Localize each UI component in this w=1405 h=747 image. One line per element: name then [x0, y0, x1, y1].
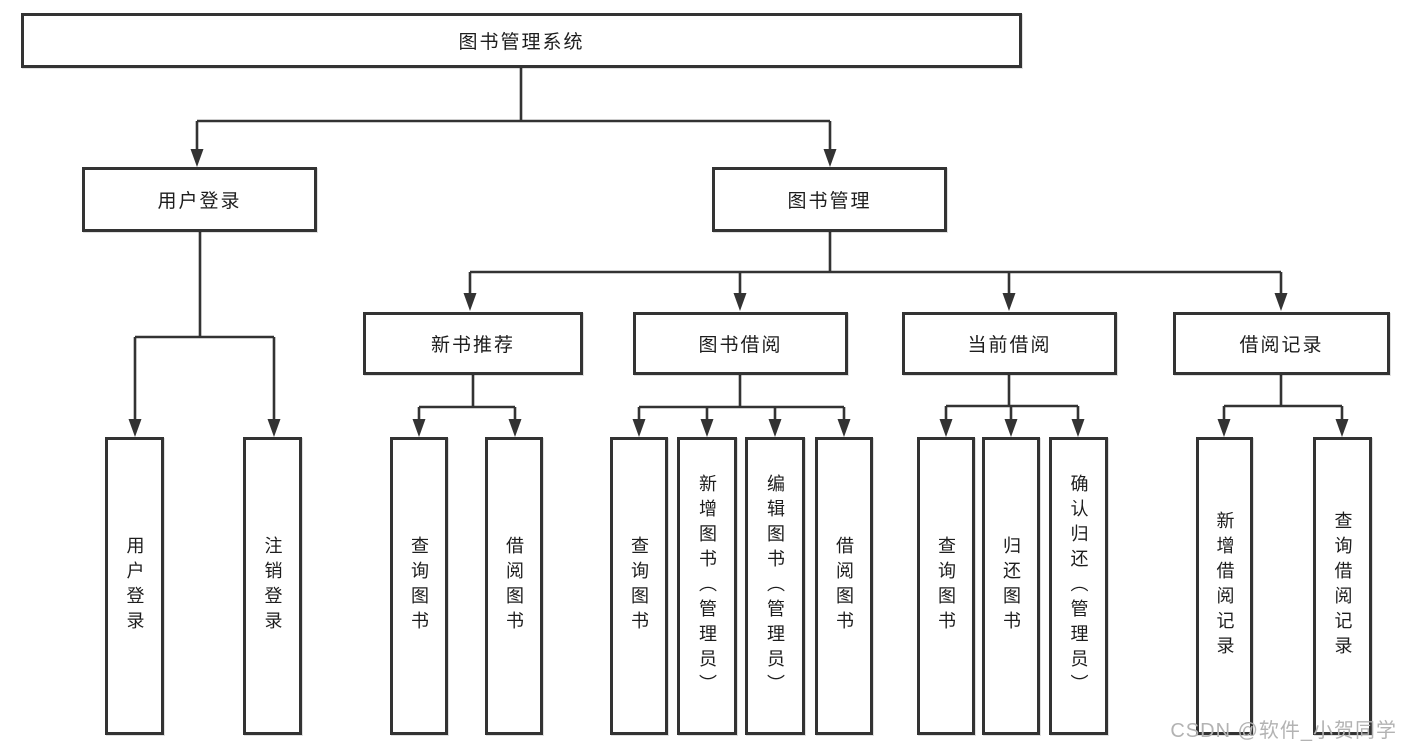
node-leaf-add-book-admin: 新增图书（管理员） — [677, 437, 737, 735]
node-current-borrow: 当前借阅 — [902, 312, 1117, 375]
node-leaf-logout: 注销登录 — [243, 437, 302, 735]
node-leaf-edit-book-admin: 编辑图书（管理员） — [745, 437, 805, 735]
node-leaf-query-book-2: 查询图书 — [610, 437, 668, 735]
node-leaf-query-book-3: 查询图书 — [917, 437, 975, 735]
node-leaf-borrow-book-1: 借阅图书 — [485, 437, 543, 735]
node-borrow-records: 借阅记录 — [1173, 312, 1390, 375]
node-root-system: 图书管理系统 — [21, 13, 1022, 68]
node-leaf-query-book-1: 查询图书 — [390, 437, 448, 735]
node-leaf-borrow-book-2: 借阅图书 — [815, 437, 873, 735]
node-user-login: 用户登录 — [82, 167, 317, 232]
node-leaf-query-borrow-record: 查询借阅记录 — [1313, 437, 1372, 735]
node-leaf-return-book: 归还图书 — [982, 437, 1040, 735]
node-new-book-recommend: 新书推荐 — [363, 312, 583, 375]
node-leaf-confirm-return-admin: 确认归还（管理员） — [1049, 437, 1108, 735]
csdn-watermark: CSDN @软件_小贺同学 — [1170, 720, 1397, 742]
node-leaf-user-login: 用户登录 — [105, 437, 164, 735]
node-book-management: 图书管理 — [712, 167, 947, 232]
node-book-borrow: 图书借阅 — [633, 312, 848, 375]
node-leaf-add-borrow-record: 新增借阅记录 — [1196, 437, 1253, 735]
